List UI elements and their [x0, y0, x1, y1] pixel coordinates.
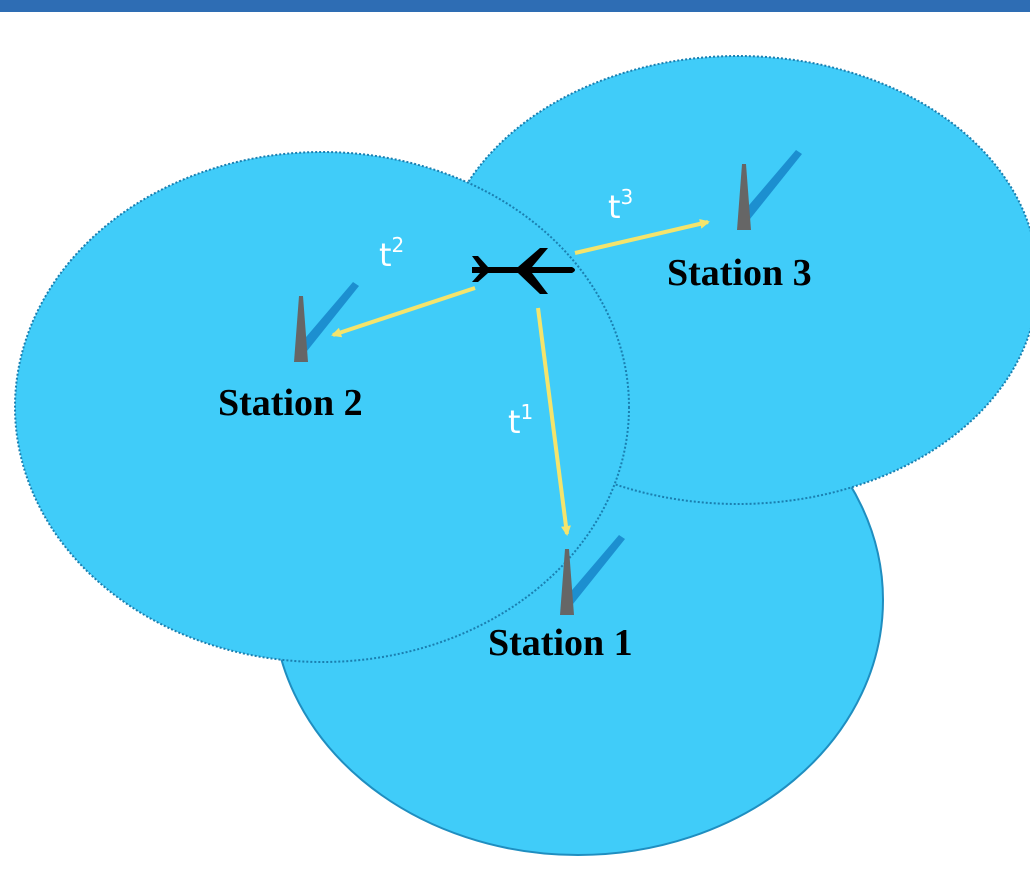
signal-label-t2: t2 [379, 233, 404, 274]
antenna-tower-icon [294, 282, 359, 362]
top-bar [0, 0, 1030, 12]
station-3-label: Station 3 [667, 252, 812, 294]
antenna-tower-icon [560, 535, 625, 615]
signal-label-t1: t1 [508, 400, 533, 441]
station-1-label: Station 1 [488, 622, 633, 664]
station-2-label: Station 2 [218, 382, 363, 424]
signal-arrow-t1 [536, 307, 571, 536]
airplane-icon [472, 248, 575, 294]
signal-arrow-t2 [331, 286, 476, 338]
antenna-tower-icon [737, 150, 802, 230]
signal-arrow-t3 [574, 218, 710, 255]
signal-label-t3: t3 [608, 185, 633, 226]
